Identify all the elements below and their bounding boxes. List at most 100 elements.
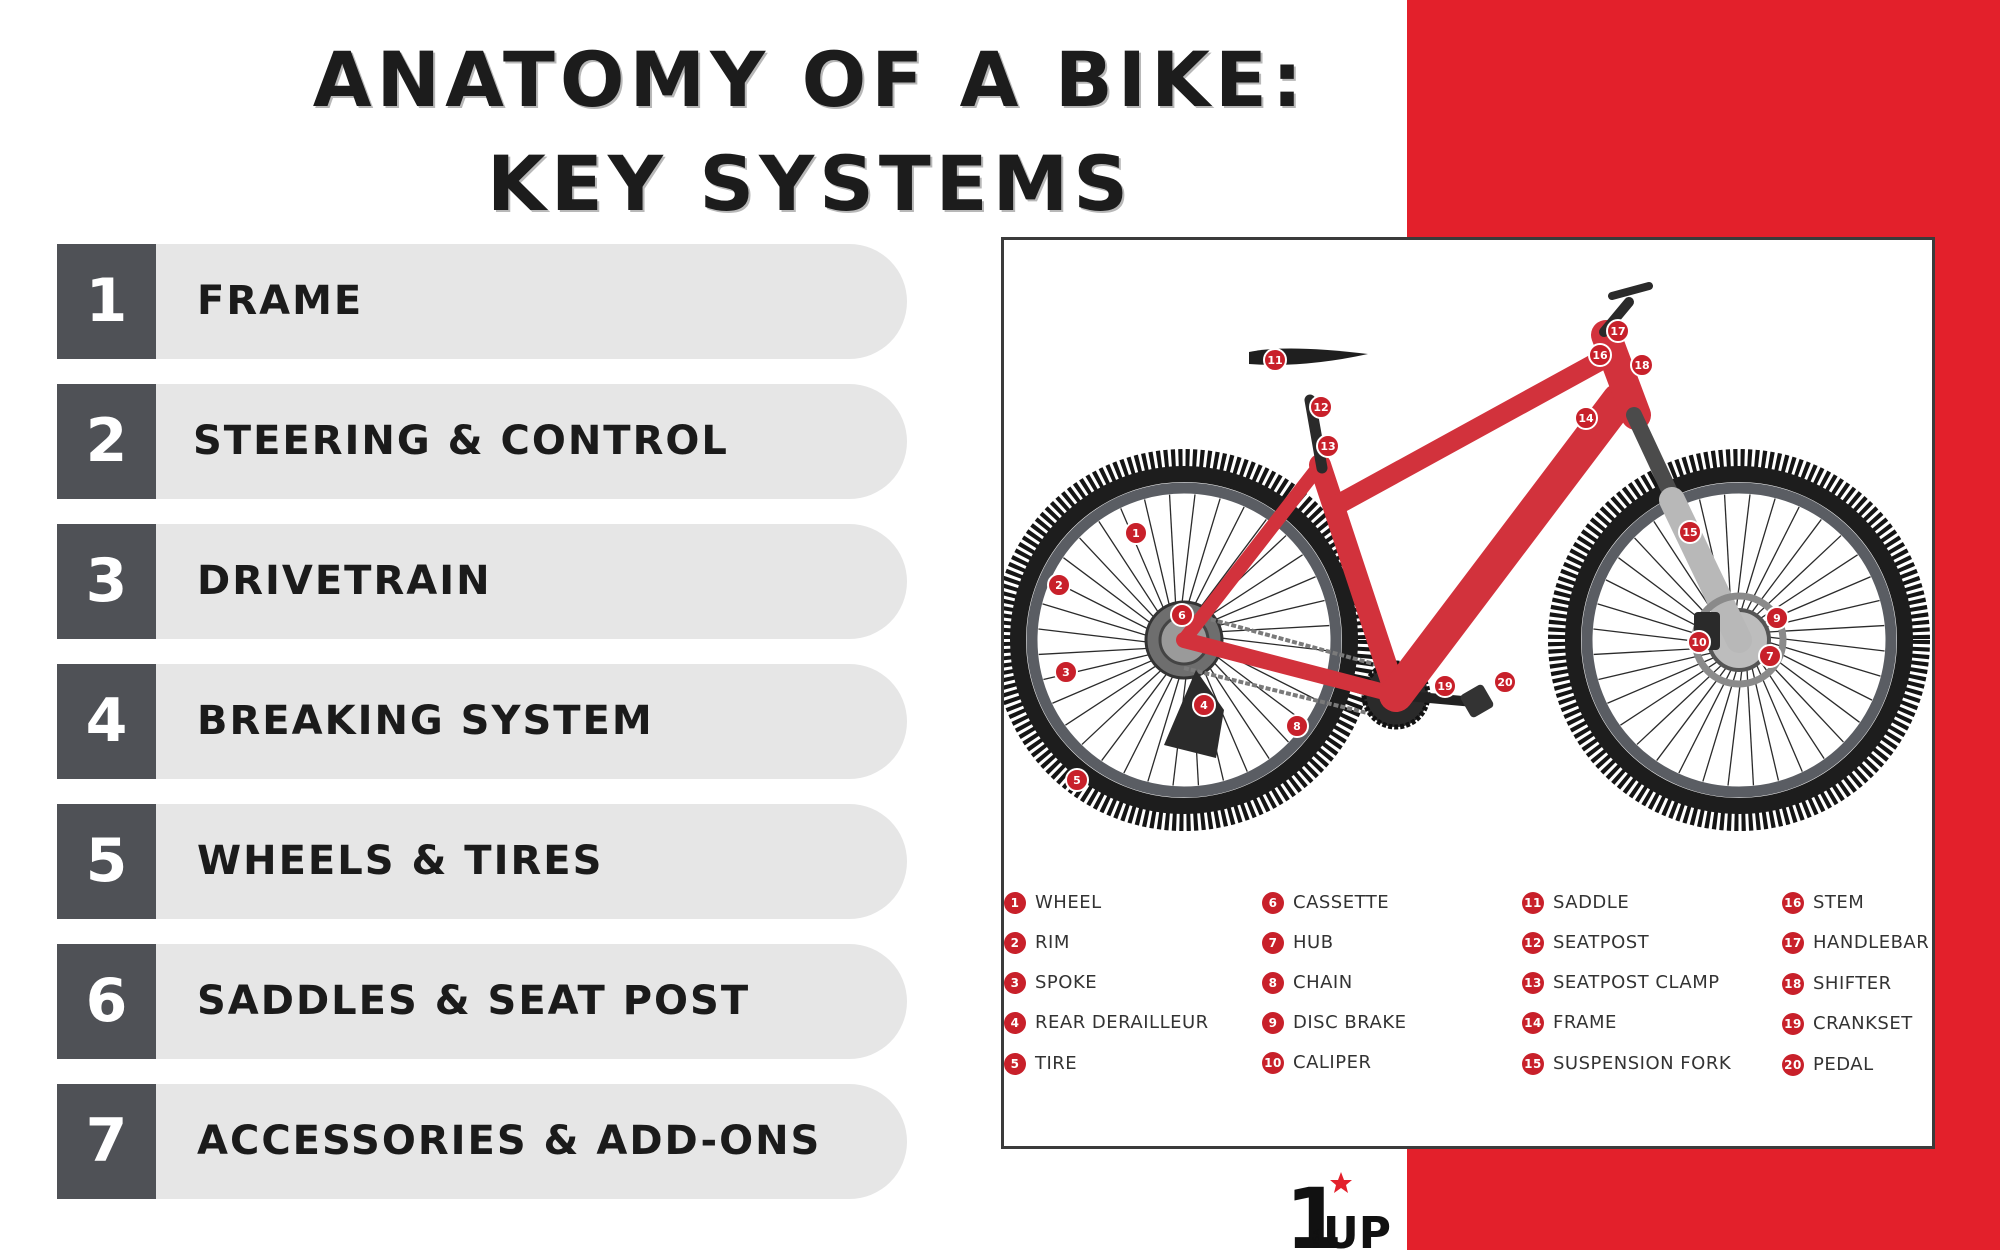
spoke — [1147, 661, 1185, 782]
system-pill — [57, 944, 907, 1059]
legend-label: CHAIN — [1293, 972, 1353, 993]
system-pill — [57, 384, 907, 499]
part-marker: 10 — [1687, 630, 1711, 654]
system-number: 6 — [57, 944, 156, 1059]
legend-item: 13 SEATPOST CLAMP — [1522, 968, 1720, 998]
legend-badge: 6 — [1262, 892, 1284, 914]
spoke — [1101, 660, 1177, 761]
spoke — [1187, 506, 1245, 619]
part-marker: 20 — [1493, 670, 1517, 694]
legend-label: PEDAL — [1813, 1054, 1874, 1075]
legend-item: 5 TIRE — [1004, 1049, 1077, 1079]
system-row-steering: 2 STEERING & CONTROL — [57, 384, 907, 499]
legend-label: CALIPER — [1293, 1052, 1372, 1073]
legend-item: 18 SHIFTER — [1782, 969, 1892, 999]
spoke — [1202, 599, 1325, 630]
part-marker-number: 20 — [1497, 676, 1513, 689]
part-marker: 2 — [1047, 573, 1071, 597]
title-line-2: KEY SYSTEMS — [487, 139, 1133, 228]
part-marker: 14 — [1574, 406, 1598, 430]
part-marker: 5 — [1065, 768, 1089, 792]
spoke — [1200, 576, 1316, 627]
chain — [1183, 610, 1397, 722]
system-row-wheels: 5 WHEELS & TIRES — [57, 804, 907, 919]
system-number: 1 — [57, 244, 156, 359]
system-pill — [57, 1084, 907, 1199]
legend-label: FRAME — [1553, 1012, 1617, 1033]
spoke — [1183, 498, 1221, 619]
spoke — [1656, 660, 1732, 761]
legend-label: SPOKE — [1035, 972, 1098, 993]
legend-label: TIRE — [1035, 1053, 1078, 1074]
legend-label: SHIFTER — [1813, 973, 1892, 994]
page-title: ANATOMY OF A BIKE: KEY SYSTEMS — [0, 28, 1620, 236]
part-marker-number: 2 — [1055, 579, 1063, 592]
legend-label: SADDLE — [1553, 892, 1630, 913]
part-marker-number: 16 — [1592, 349, 1608, 362]
legend-badge: 9 — [1262, 1012, 1284, 1034]
legend-badge: 19 — [1782, 1013, 1804, 1035]
legend-label: HANDLEBAR — [1813, 932, 1930, 953]
legend-badge: 13 — [1522, 972, 1544, 994]
part-marker-number: 12 — [1313, 401, 1328, 414]
part-marker-number: 17 — [1610, 325, 1625, 338]
spoke — [1038, 646, 1164, 656]
legend-badge: 8 — [1262, 972, 1284, 994]
legend-badge: 18 — [1782, 973, 1804, 995]
part-marker: 15 — [1678, 520, 1702, 544]
title-line-1: ANATOMY OF A BIKE: — [312, 35, 1308, 124]
system-label: FRAME — [197, 278, 364, 324]
spoke — [1179, 494, 1196, 619]
system-label: STEERING & CONTROL — [193, 418, 729, 464]
legend-badge: 3 — [1004, 972, 1026, 994]
spoke — [1052, 653, 1168, 704]
system-row-saddles: 6 SADDLES & SEAT POST — [57, 944, 907, 1059]
legend-badge: 20 — [1782, 1054, 1804, 1076]
legend-badge: 14 — [1522, 1012, 1544, 1034]
legend-label: CASSETTE — [1293, 892, 1390, 913]
legend-item: 8 CHAIN — [1262, 968, 1353, 998]
spoke — [1191, 519, 1267, 620]
legend-badge: 7 — [1262, 932, 1284, 954]
part-marker-number: 15 — [1682, 526, 1697, 539]
part-marker-number: 3 — [1062, 666, 1070, 679]
legend-badge: 2 — [1004, 932, 1026, 954]
brand-logo: 1 UP USA — [1285, 1170, 1391, 1250]
system-label: DRIVETRAIN — [197, 558, 492, 604]
system-row-accessories: 7 ACCESSORIES & ADD-ONS — [57, 1084, 907, 1199]
system-pill — [57, 244, 907, 359]
legend-label: WHEEL — [1035, 892, 1102, 913]
legend-label: SUSPENSION FORK — [1553, 1053, 1732, 1074]
system-number: 2 — [57, 384, 156, 499]
legend-item: 3 SPOKE — [1004, 968, 1097, 998]
part-marker-number: 19 — [1437, 680, 1452, 693]
system-number: 5 — [57, 804, 156, 919]
rear-derailleur — [1164, 670, 1224, 758]
part-marker-number: 10 — [1691, 636, 1707, 649]
legend-item: 11 SADDLE — [1522, 888, 1629, 918]
spoke — [1168, 494, 1178, 620]
legend-item: 6 CASSETTE — [1262, 888, 1389, 918]
system-number: 3 — [57, 524, 156, 639]
legend-label: SEATPOST CLAMP — [1553, 972, 1720, 993]
legend-badge: 10 — [1262, 1052, 1284, 1074]
legend-badge: 5 — [1004, 1053, 1026, 1075]
part-marker: 1 — [1124, 521, 1148, 545]
system-number: 4 — [57, 664, 156, 779]
part-marker-number: 7 — [1766, 650, 1774, 663]
legend-badge: 11 — [1522, 892, 1544, 914]
legend-badge: 15 — [1522, 1053, 1544, 1075]
part-marker: 7 — [1758, 644, 1782, 668]
part-marker-number: 6 — [1178, 609, 1186, 622]
spoke — [1200, 653, 1270, 759]
part-marker: 19 — [1433, 674, 1457, 698]
part-marker: 9 — [1765, 606, 1789, 630]
part-marker: 8 — [1285, 714, 1309, 738]
